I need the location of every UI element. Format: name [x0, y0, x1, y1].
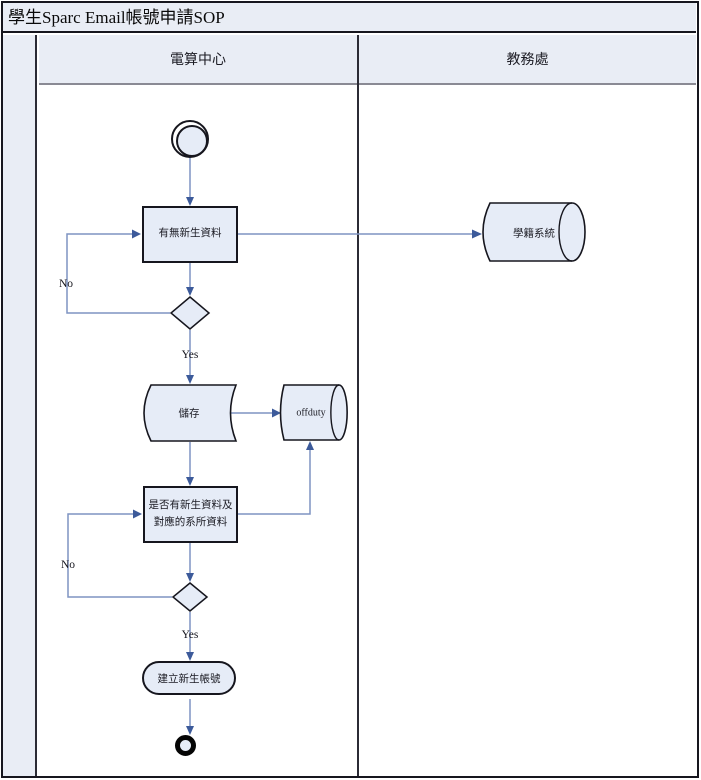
- lane-divider: [357, 35, 359, 776]
- cylinder-shape: [482, 202, 586, 262]
- edge-decision1-no-loop: [66, 229, 170, 314]
- process-check-dept-data-label: 是否有新生資料及 對應的系所資料: [148, 500, 233, 528]
- cylinder-offduty: offduty: [279, 384, 350, 441]
- edge-check2-to-decision2: [186, 543, 194, 582]
- cylinder-registry-system: 學籍系統: [481, 202, 587, 263]
- start-node-inner-circle: [176, 125, 208, 157]
- page-title: 學生Sparc Email帳號申請SOP: [8, 8, 225, 27]
- process-check-new-data: 有無新生資料: [142, 206, 238, 263]
- edge-start-to-check: [186, 158, 194, 206]
- cylinder-cap-arc: [558, 202, 573, 262]
- stored-data-shape: [143, 384, 238, 442]
- decision1-shape: [169, 296, 211, 330]
- edge-decision2-yes-to-create: [186, 612, 194, 661]
- lane1-label: 電算中心: [170, 53, 226, 68]
- offduty-cylinder-shape: [279, 384, 348, 441]
- edge-label-no1: No: [58, 278, 74, 290]
- terminator-create-account: 建立新生帳號: [142, 661, 236, 695]
- edge-check2-to-offduty: [238, 441, 314, 515]
- start-node: [171, 120, 209, 158]
- process-check-dept-data: 是否有新生資料及 對應的系所資料: [143, 486, 238, 543]
- lane-header-computer-center: 電算中心: [39, 35, 357, 85]
- create-account-label: 建立新生帳號: [157, 673, 221, 685]
- edge-store-to-check2: [186, 442, 194, 486]
- left-gutter-column: [3, 35, 37, 776]
- lane2-label: 教務處: [506, 53, 549, 68]
- edge-store-to-offduty: [228, 408, 281, 418]
- process-check-new-data-label: 有無新生資料: [158, 228, 222, 240]
- lane-header-academic-affairs: 教務處: [359, 35, 696, 85]
- decision2-shape: [171, 582, 209, 612]
- edge-check-to-decision1: [186, 263, 194, 296]
- edge-decision1-yes-to-store: [186, 330, 194, 384]
- edge-label-yes1: Yes: [181, 349, 199, 361]
- decision2-diamond: [171, 582, 209, 612]
- decision1-diamond: [169, 296, 211, 330]
- edge-decision2-no-loop: [67, 509, 172, 598]
- stored-data-store: 儲存: [139, 384, 239, 442]
- edge-create-to-end: [186, 699, 194, 735]
- edge-label-yes2: Yes: [181, 629, 199, 641]
- offduty-cap-arc: [330, 384, 340, 441]
- title-bar: 學生Sparc Email帳號申請SOP: [3, 3, 696, 33]
- edge-label-no2: No: [60, 559, 76, 571]
- end-node: [175, 735, 196, 756]
- edge-check-to-registry: [238, 229, 482, 239]
